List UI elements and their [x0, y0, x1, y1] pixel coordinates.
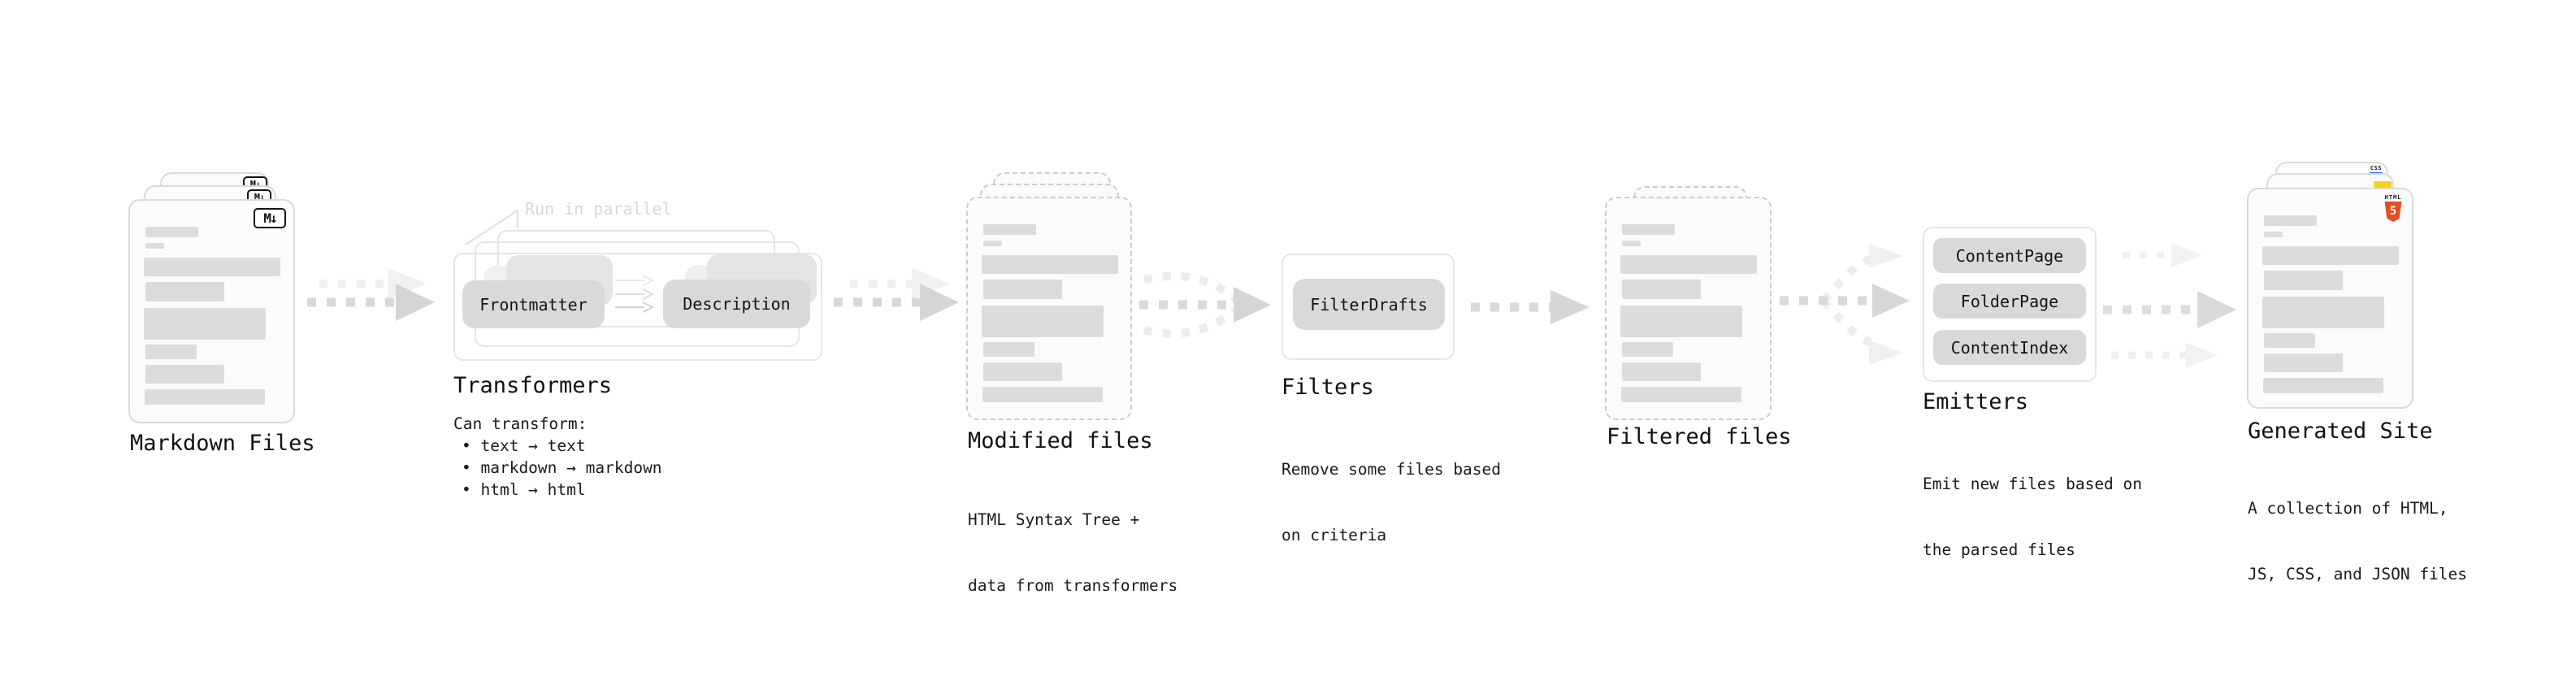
generated-site-desc: A collection of HTML, JS, CSS, and JSON …	[2248, 453, 2467, 629]
html5-badge-label: HTML	[2384, 194, 2402, 201]
doc-skeleton-bar	[1620, 306, 1742, 337]
doc-skeleton-bar	[2264, 354, 2343, 372]
transformers-bullet-item: • html → html	[462, 479, 586, 501]
stage-title-modified-files: Modified files	[968, 428, 1153, 453]
doc-skeleton-bar	[2262, 297, 2384, 328]
doc-skeleton-bar	[145, 345, 197, 359]
doc-skeleton-bar	[1622, 362, 1701, 381]
doc-skeleton-bar	[2264, 271, 2343, 290]
doc-skeleton-bar	[983, 224, 1036, 235]
transformers-desc-heading: Can transform:	[453, 414, 588, 433]
stage-title-transformers: Transformers	[453, 373, 613, 398]
pill-label: ContentIndex	[1950, 337, 2069, 358]
pill-label: Frontmatter	[479, 294, 588, 314]
modified-file-card-front	[966, 197, 1132, 420]
transformers-bullet-item: • markdown → markdown	[462, 457, 662, 479]
transformers-bullet-item: • text → text	[462, 435, 586, 457]
desc-line: HTML Syntax Tree +	[968, 510, 1140, 529]
flow-arrow-icon	[307, 268, 435, 321]
flow-arrow-icon	[834, 268, 959, 321]
filters-desc: Remove some files based on criteria	[1281, 414, 1501, 590]
filtered-file-card-front	[1605, 197, 1772, 420]
flow-arrow-icon	[2103, 291, 2236, 328]
doc-skeleton-bar	[145, 227, 198, 237]
modified-files-desc: HTML Syntax Tree + data from transformer…	[968, 465, 1177, 640]
desc-line: data from transformers	[968, 576, 1178, 595]
emitter-pill-contentpage: ContentPage	[1933, 238, 2086, 273]
html5-shield: 5	[2384, 202, 2402, 222]
js-icon	[2374, 181, 2392, 189]
markdown-file-card-front: M↓	[128, 199, 295, 423]
callout-leader-line	[465, 209, 519, 246]
desc-line: Remove some files based	[1281, 460, 1502, 479]
stage-title-markdown-files: Markdown Files	[130, 431, 315, 456]
parallel-arrows-icon	[615, 275, 655, 313]
desc-line: JS, CSS, and JSON files	[2248, 565, 2468, 583]
markdown-badge-label: M↓	[263, 210, 277, 226]
stage-title-generated-site: Generated Site	[2248, 419, 2433, 444]
filter-pill-filterdrafts: FilterDrafts	[1293, 279, 1445, 330]
transformers-box-front	[453, 253, 822, 361]
doc-skeleton-bar	[982, 306, 1104, 337]
doc-skeleton-bar	[983, 362, 1062, 381]
doc-skeleton-bar	[1622, 224, 1675, 235]
emitter-pill-contentindex: ContentIndex	[1933, 330, 2086, 365]
doc-skeleton-bar	[983, 342, 1034, 357]
bullet-text: html → html	[480, 480, 586, 499]
doc-skeleton-bar	[1620, 255, 1757, 274]
flow-arrow-icon	[1471, 290, 1589, 324]
doc-skeleton-bar	[1622, 342, 1673, 357]
css-badge-label: CSS	[2370, 165, 2383, 171]
bullet-text: text → text	[480, 436, 586, 455]
doc-skeleton-bar	[145, 243, 164, 249]
desc-line: on criteria	[1281, 526, 1387, 544]
diverging-arrows-icon	[1780, 244, 1910, 365]
desc-line: the parsed files	[1923, 540, 2075, 559]
doc-skeleton-bar	[2264, 333, 2315, 348]
converging-arrows-icon	[1139, 271, 1271, 338]
bullet-text: markdown → markdown	[480, 458, 662, 477]
emitters-desc: Emit new files based on the parsed files	[1923, 429, 2142, 605]
doc-skeleton-bar	[983, 280, 1062, 299]
run-in-parallel-note: Run in parallel	[525, 199, 672, 219]
markdown-icon: M↓	[254, 208, 286, 228]
html5-number: 5	[2389, 204, 2397, 218]
doc-skeleton-bar	[2263, 378, 2383, 393]
doc-skeleton-bar	[144, 308, 266, 340]
pill-label: FilterDrafts	[1310, 294, 1428, 314]
html5-icon: HTML 5	[2383, 194, 2404, 222]
stage-title-filters: Filters	[1281, 375, 1374, 400]
generated-file-card-front: HTML 5	[2247, 188, 2413, 409]
doc-skeleton-bar	[1622, 241, 1641, 246]
doc-skeleton-bar	[1622, 280, 1701, 299]
doc-skeleton-bar	[982, 387, 1103, 402]
doc-skeleton-bar	[1621, 387, 1741, 402]
doc-skeleton-bar	[982, 255, 1118, 274]
pill-label: FolderPage	[1960, 291, 2059, 311]
doc-skeleton-bar	[2264, 232, 2283, 237]
pill-label: ContentPage	[1955, 245, 2064, 266]
bullet-dot: •	[462, 458, 481, 477]
doc-skeleton-bar	[144, 258, 280, 276]
flow-arrow-icon	[2123, 243, 2202, 267]
bullet-dot: •	[462, 480, 481, 499]
doc-skeleton-bar	[145, 389, 265, 405]
flow-arrow-icon	[2111, 343, 2218, 367]
desc-line: Emit new files based on	[1923, 475, 2143, 493]
emitter-pill-folderpage: FolderPage	[1933, 284, 2086, 319]
pill-label: Description	[683, 294, 791, 314]
stage-title-emitters: Emitters	[1923, 389, 2029, 414]
stage-title-filtered-files: Filtered files	[1607, 424, 1792, 449]
doc-skeleton-bar	[145, 365, 224, 384]
doc-skeleton-bar	[983, 241, 1002, 246]
doc-skeleton-bar	[145, 282, 224, 301]
bullet-dot: •	[462, 436, 481, 455]
doc-skeleton-bar	[2264, 215, 2317, 226]
transformer-pill-description: Description	[663, 280, 810, 328]
doc-skeleton-bar	[2262, 246, 2399, 265]
transformer-pill-frontmatter: Frontmatter	[462, 280, 605, 328]
desc-line: A collection of HTML,	[2248, 499, 2448, 518]
